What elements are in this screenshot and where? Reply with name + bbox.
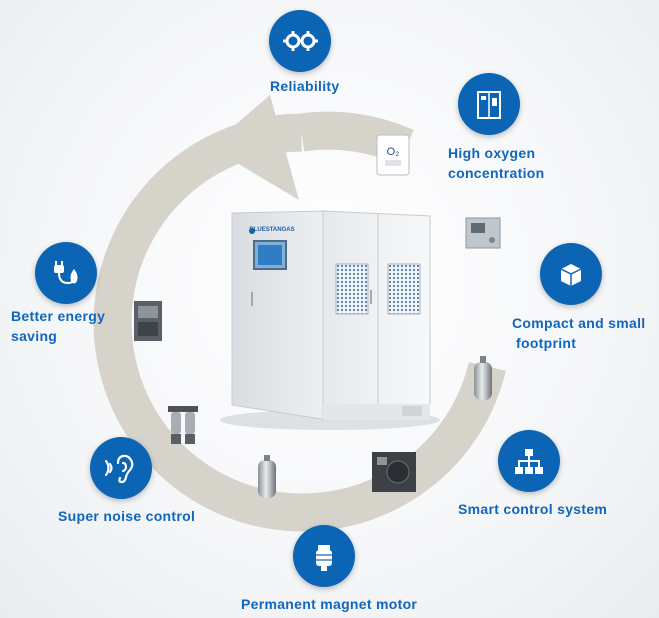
feature-oxygen-line2: concentration xyxy=(448,165,545,181)
feature-energy-label: Better energy saving xyxy=(11,306,105,346)
o2-sensor-label: O₂ xyxy=(387,146,400,158)
feature-oxygen-label: High oxygen concentration xyxy=(448,143,544,183)
cube-icon xyxy=(540,243,602,305)
gears-icon xyxy=(269,10,331,72)
dryer-cabinet-device xyxy=(134,301,162,341)
feature-smart-label: Smart control system xyxy=(458,499,607,519)
filter-set-device xyxy=(168,406,198,444)
feature-compact-label: Compact and small footprint xyxy=(512,313,645,353)
feature-energy-line1: Better energy xyxy=(11,308,106,324)
feature-compact-line1: Compact and small xyxy=(512,315,646,331)
oxygen-generator-cabinet: BLUESTANGAS xyxy=(220,210,440,430)
controller-panel-device xyxy=(465,217,501,249)
air-receiver-tank-right xyxy=(474,356,492,400)
feature-compact-line2: footprint xyxy=(516,335,577,351)
feature-smart-line1: Smart control system xyxy=(458,501,608,517)
product-brand-label: BLUESTANGAS xyxy=(249,227,294,233)
generator-cabinet-icon xyxy=(458,73,520,135)
feature-motor-line1: Permanent magnet motor xyxy=(241,596,418,612)
plug-icon xyxy=(35,242,97,304)
o2-sensor-device: O₂ xyxy=(376,134,410,176)
feature-oxygen-line1: High oxygen xyxy=(448,145,536,161)
motor-icon xyxy=(293,525,355,587)
feature-motor-label: Permanent magnet motor xyxy=(241,594,417,614)
ear-sound-icon xyxy=(90,437,152,499)
feature-reliability-line1: Reliability xyxy=(270,78,340,94)
air-receiver-tank-bottom xyxy=(258,455,276,498)
hierarchy-network-icon xyxy=(498,430,560,492)
feature-noise-label: Super noise control xyxy=(58,506,195,526)
feature-reliability-label: Reliability xyxy=(270,76,339,96)
feature-energy-line2: saving xyxy=(11,328,58,344)
feature-noise-line1: Super noise control xyxy=(58,508,196,524)
compressor-unit-device xyxy=(372,452,416,492)
